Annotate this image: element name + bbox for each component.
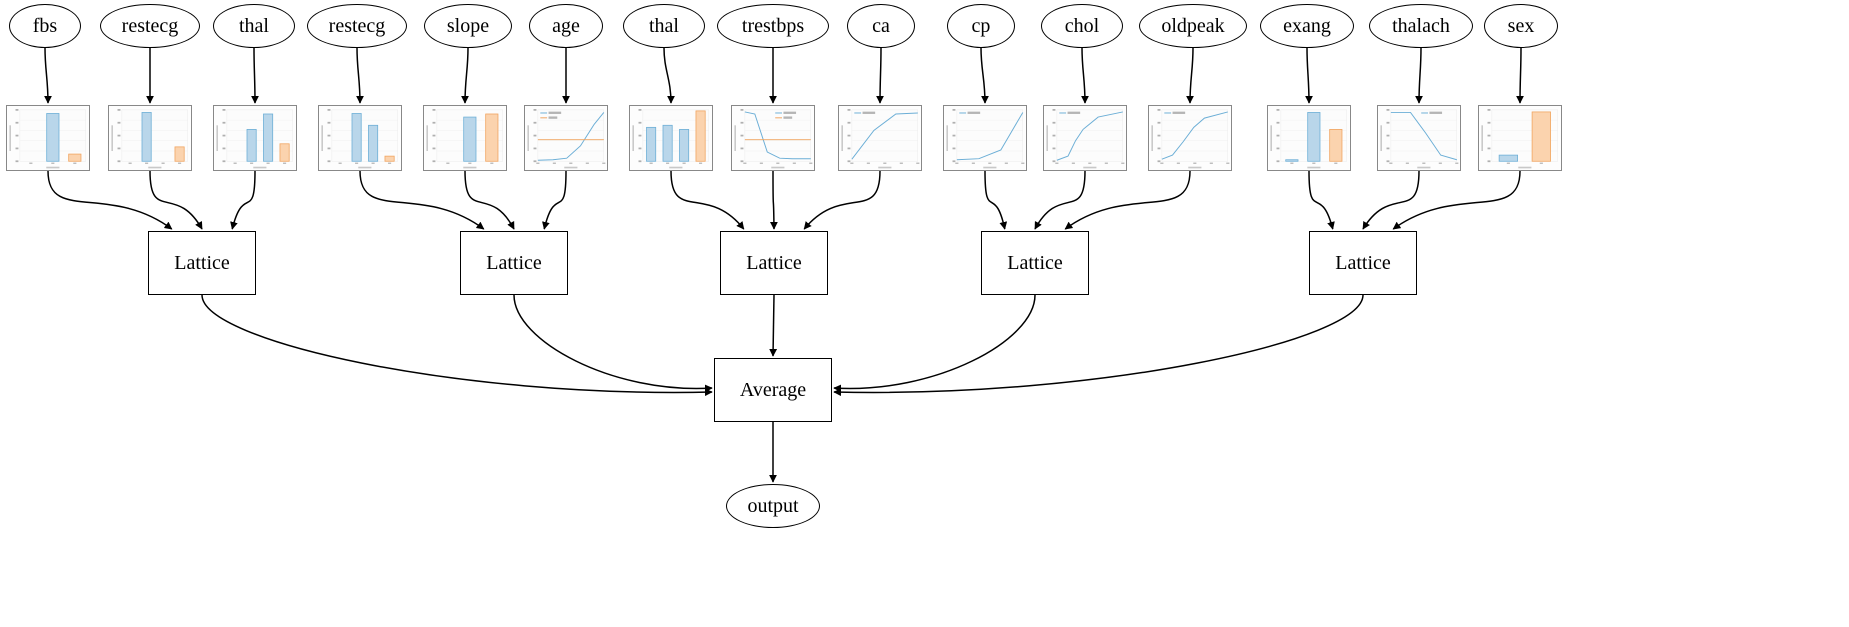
edge <box>44 47 52 104</box>
feature-node-trestbps-7[interactable]: trestbps <box>717 4 829 48</box>
edge <box>1308 170 1335 230</box>
calibration-panel-panel-thalach[interactable] <box>1377 105 1461 171</box>
edge <box>670 170 745 230</box>
edge <box>149 170 203 230</box>
output-node-label: output <box>747 495 799 517</box>
edge <box>461 47 469 104</box>
edge <box>1034 170 1086 230</box>
calibration-panel-panel-restecg-2[interactable] <box>318 105 402 171</box>
feature-node-age-5[interactable]: age <box>529 4 603 48</box>
feature-node-thalach-13[interactable]: thalach <box>1369 4 1473 48</box>
calibration-panel-panel-thal-1[interactable] <box>213 105 297 171</box>
lattice-node-3[interactable]: Lattice <box>981 231 1089 295</box>
edge <box>1362 170 1420 230</box>
edge <box>1186 47 1194 104</box>
edge <box>542 170 567 230</box>
feature-node-fbs-0[interactable]: fbs <box>9 4 81 48</box>
edge <box>1081 47 1089 104</box>
edge <box>876 47 884 104</box>
calibration-panel-panel-slope[interactable] <box>423 105 507 171</box>
lattice-node-label: Lattice <box>486 251 542 274</box>
feature-node-exang-12[interactable]: exang <box>1260 4 1354 48</box>
lattice-node-0[interactable]: Lattice <box>148 231 256 295</box>
feature-node-chol-10[interactable]: chol <box>1041 4 1123 48</box>
feature-node-thal-6[interactable]: thal <box>623 4 705 48</box>
feature-node-label: thal <box>649 15 679 37</box>
calibration-panel-panel-ca[interactable] <box>838 105 922 171</box>
feature-node-label: thal <box>239 15 269 37</box>
feature-node-ca-8[interactable]: ca <box>847 4 915 48</box>
edge <box>1392 170 1521 230</box>
edge <box>464 170 515 230</box>
edge <box>984 170 1008 230</box>
edge <box>980 47 989 104</box>
edge <box>356 47 364 104</box>
feature-node-label: fbs <box>32 15 58 37</box>
feature-node-label: chol <box>1064 15 1100 37</box>
feature-node-label: ca <box>872 15 890 37</box>
calibration-panel-panel-fbs[interactable] <box>6 105 90 171</box>
average-node-label: Average <box>739 378 807 401</box>
calibration-panel-panel-exang[interactable] <box>1267 105 1351 171</box>
calibration-panel-panel-thal-2[interactable] <box>629 105 713 171</box>
edge <box>1064 170 1191 230</box>
feature-node-restecg-3[interactable]: restecg <box>307 4 407 48</box>
lattice-node-label: Lattice <box>174 251 230 274</box>
average-node[interactable]: Average <box>714 358 832 422</box>
feature-node-label: restecg <box>121 15 179 37</box>
feature-node-label: trestbps <box>741 15 805 37</box>
edge <box>251 47 259 104</box>
edge <box>1415 47 1423 104</box>
lattice-node-label: Lattice <box>746 251 802 274</box>
calibration-panel-panel-age[interactable] <box>524 105 608 171</box>
calibration-panel-panel-cp[interactable] <box>943 105 1027 171</box>
feature-node-thal-2[interactable]: thal <box>213 4 295 48</box>
feature-node-label: sex <box>1507 15 1535 37</box>
lattice-node-2[interactable]: Lattice <box>720 231 828 295</box>
edge <box>47 170 173 230</box>
calibration-panel-panel-oldpeak[interactable] <box>1148 105 1232 171</box>
lattice-node-label: Lattice <box>1335 251 1391 274</box>
edge <box>663 47 675 104</box>
edge <box>1516 47 1524 104</box>
edge <box>833 294 1036 393</box>
edge <box>513 294 713 393</box>
feature-node-label: exang <box>1283 15 1331 37</box>
lattice-node-4[interactable]: Lattice <box>1309 231 1417 295</box>
edge <box>803 170 881 230</box>
edge <box>359 170 485 230</box>
feature-node-cp-9[interactable]: cp <box>947 4 1015 48</box>
edge <box>833 294 1364 397</box>
feature-node-label: cp <box>971 15 991 37</box>
calibration-panel-panel-trestbps[interactable] <box>731 105 815 171</box>
feature-node-restecg-1[interactable]: restecg <box>100 4 200 48</box>
lattice-node-label: Lattice <box>1007 251 1063 274</box>
calibration-panel-panel-sex[interactable] <box>1478 105 1562 171</box>
calibration-panel-panel-chol[interactable] <box>1043 105 1127 171</box>
edge <box>1305 47 1313 104</box>
calibration-panel-panel-restecg-1[interactable] <box>108 105 192 171</box>
feature-node-label: thalach <box>1392 15 1450 37</box>
feature-node-label: restecg <box>328 15 386 37</box>
feature-node-label: oldpeak <box>1161 15 1225 37</box>
feature-node-sex-14[interactable]: sex <box>1484 4 1558 48</box>
edge <box>230 170 256 230</box>
feature-node-label: age <box>552 15 580 37</box>
feature-node-slope-4[interactable]: slope <box>424 4 512 48</box>
edge <box>770 170 778 230</box>
feature-node-oldpeak-11[interactable]: oldpeak <box>1139 4 1247 48</box>
output-node[interactable]: output <box>726 484 820 528</box>
edge <box>769 294 778 357</box>
lattice-node-1[interactable]: Lattice <box>460 231 568 295</box>
edge <box>201 294 713 397</box>
feature-node-label: slope <box>446 15 490 37</box>
